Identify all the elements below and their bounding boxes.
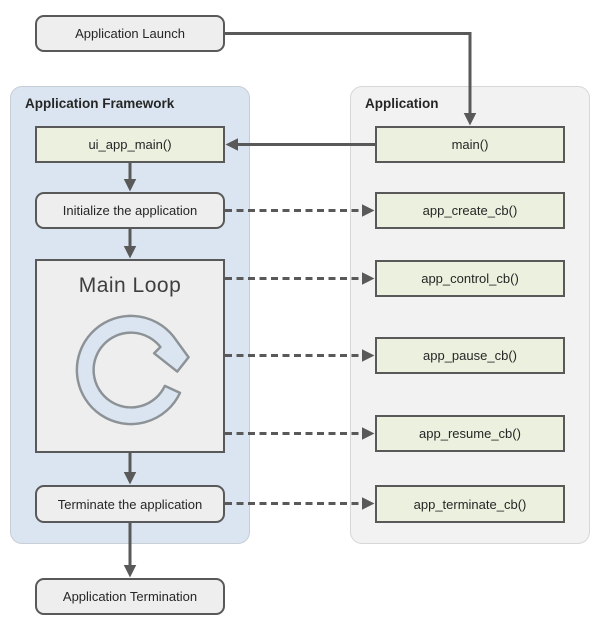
node-main: main() bbox=[375, 126, 565, 163]
node-app-resume-cb: app_resume_cb() bbox=[375, 415, 565, 452]
panel-title-application: Application bbox=[365, 96, 439, 111]
node-application-termination: Application Termination bbox=[35, 578, 225, 615]
node-app-terminate-cb: app_terminate_cb() bbox=[375, 485, 565, 523]
circular-arrow-icon bbox=[75, 314, 190, 426]
node-terminate-application: Terminate the application bbox=[35, 485, 225, 523]
node-app-create-cb: app_create_cb() bbox=[375, 192, 565, 229]
arrow-launch-to-main bbox=[225, 32, 477, 126]
node-ui-app-main: ui_app_main() bbox=[35, 126, 225, 163]
node-app-control-cb: app_control_cb() bbox=[375, 260, 565, 297]
node-initialize-application: Initialize the application bbox=[35, 192, 225, 229]
node-application-launch: Application Launch bbox=[35, 15, 225, 52]
panel-title-application-framework: Application Framework bbox=[25, 96, 175, 111]
node-app-pause-cb: app_pause_cb() bbox=[375, 337, 565, 374]
main-loop-label: Main Loop bbox=[78, 274, 182, 297]
node-main-loop: Main Loop bbox=[35, 259, 225, 453]
